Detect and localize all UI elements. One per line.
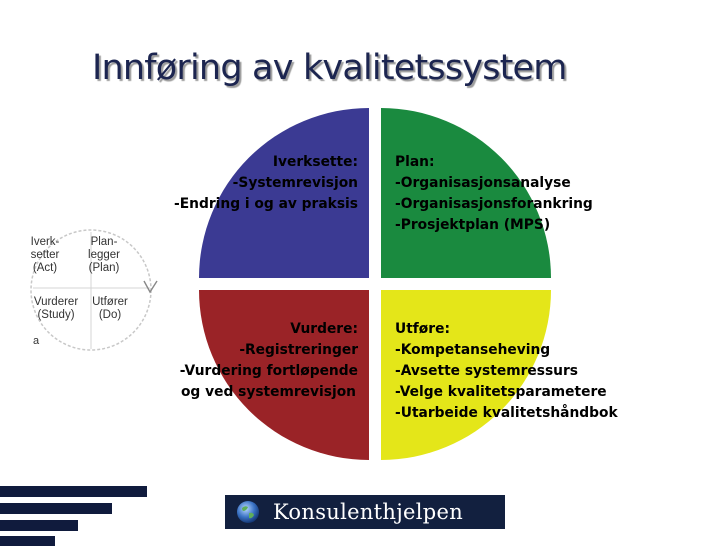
quadrant-do-item: -Kompetanseheving	[395, 342, 551, 358]
quadrant-plan-text: Plan: -Organisasjonsanalyse -Organisasjo…	[395, 152, 593, 236]
decor-stripe	[0, 486, 147, 497]
quadrant-plan-item: -Organisasjonsforankring	[395, 196, 593, 212]
quadrant-act-item: -Systemrevisjon	[232, 175, 358, 191]
cycle-arrow-icon	[143, 280, 158, 294]
quadrant-check-item: -Registreringer	[239, 342, 358, 358]
quadrant-check-item: og ved systemrevisjon	[180, 384, 356, 400]
company-logo: Konsulenthjelpen	[225, 495, 505, 529]
quadrant-do-text: Utføre: -Kompetanseheving -Avsette syste…	[395, 319, 618, 424]
mini-label-act: Iverk-setter(Act)	[30, 236, 60, 274]
quadrant-act	[199, 108, 369, 278]
mini-label-do: Utfører(Do)	[92, 296, 128, 321]
globe-icon	[237, 501, 259, 523]
quadrant-act-text: Iverksette: -Systemrevisjon -Endring i o…	[110, 152, 358, 215]
quadrant-act-item: -Endring i og av praksis	[173, 196, 358, 212]
decor-stripe	[0, 520, 78, 531]
mini-label-study: Vurderer(Study)	[33, 296, 79, 321]
quadrant-do-item: -Utarbeide kvalitetshåndbok	[395, 405, 618, 421]
decor-stripe	[0, 503, 112, 514]
quadrant-check-text: Vurdere: -Registreringer -Vurdering fort…	[110, 319, 358, 403]
quadrant-plan-heading: Plan:	[395, 154, 435, 170]
quadrant-plan	[381, 108, 551, 278]
quadrant-do	[381, 290, 551, 460]
quadrant-plan-item: -Prosjektplan (MPS)	[395, 217, 551, 233]
logo-text: Konsulenthjelpen	[273, 500, 464, 524]
slide-title: Innføring av kvalitetssystem	[92, 48, 567, 88]
mini-cycle-diagram	[30, 229, 158, 351]
quadrant-check-item: -Vurdering fortløpende	[179, 363, 358, 379]
quadrant-do-item: -Avsette systemressurs	[395, 363, 579, 379]
quadrant-do-heading: Utføre:	[395, 321, 450, 337]
quadrant-do-item: -Velge kvalitetsparametere	[395, 384, 607, 400]
decor-stripe	[0, 536, 55, 546]
quadrant-check-heading: Vurdere:	[290, 321, 358, 337]
quadrant-check	[199, 290, 369, 460]
stray-letter: a	[33, 335, 40, 347]
quadrant-plan-item: -Organisasjonsanalyse	[395, 175, 571, 191]
mini-label-plan: Plan-legger(Plan)	[88, 236, 120, 274]
quadrant-act-heading: Iverksette:	[272, 154, 358, 170]
